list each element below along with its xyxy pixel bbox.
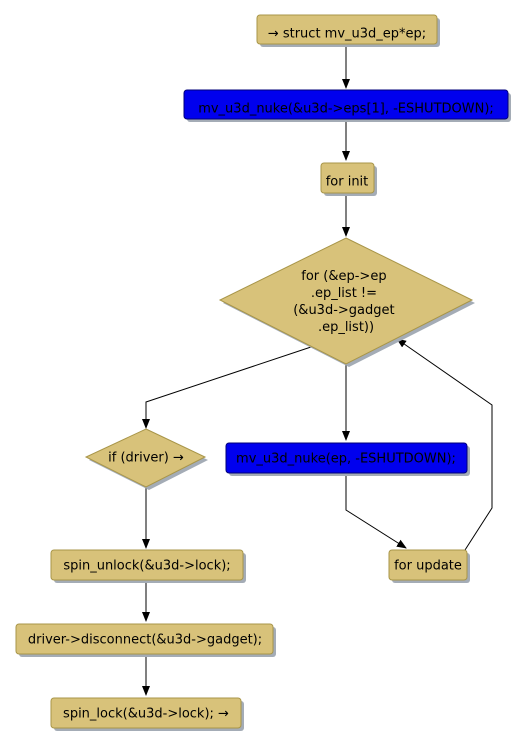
- loop-cond-line-4: .ep_list)): [318, 320, 374, 335]
- node-if-driver[interactable]: if (driver) →: [84, 428, 208, 490]
- edge-nuke-ep-to-for-update: [345, 474, 407, 549]
- node-for-update[interactable]: for update: [388, 549, 470, 583]
- node-nuke-ep-label: mv_u3d_nuke(ep, -ESHUTDOWN);: [236, 452, 456, 467]
- edge-for-update-back-to-loop: [396, 338, 493, 551]
- node-disconnect-label: driver->disconnect(&u3d->gadget);: [28, 633, 262, 648]
- node-nuke-all-label: mv_u3d_nuke(&u3d->eps[1], -ESHUTDOWN);: [198, 102, 494, 117]
- edges: [142, 45, 493, 696]
- node-start[interactable]: → struct mv_u3d_ep*ep;: [256, 14, 440, 47]
- node-for-init[interactable]: for init: [320, 162, 377, 196]
- edge-loop-to-if-driver: [142, 345, 315, 429]
- node-nuke-all[interactable]: mv_u3d_nuke(&u3d->eps[1], -ESHUTDOWN);: [183, 89, 511, 122]
- node-if-driver-label: if (driver) →: [108, 451, 184, 466]
- loop-cond-line-1: for (&ep->ep: [301, 269, 386, 284]
- node-loop-condition-text: for (&ep->ep .ep_list != (&u3d->gadget .…: [293, 269, 399, 335]
- loop-cond-line-2: .ep_list !=: [311, 286, 377, 301]
- node-start-label: → struct mv_u3d_ep*ep;: [268, 27, 426, 42]
- node-disconnect[interactable]: driver->disconnect(&u3d->gadget);: [15, 623, 276, 657]
- node-spin-unlock[interactable]: spin_unlock(&u3d->lock);: [50, 549, 246, 583]
- node-loop-condition[interactable]: for (&ep->ep .ep_list != (&u3d->gadget .…: [218, 237, 475, 367]
- node-for-update-label: for update: [394, 559, 462, 574]
- node-spin-lock[interactable]: spin_lock(&u3d->lock); →: [50, 697, 244, 731]
- node-for-init-label: for init: [326, 175, 369, 190]
- node-spin-unlock-label: spin_unlock(&u3d->lock);: [63, 559, 230, 574]
- loop-cond-line-3: (&u3d->gadget: [293, 303, 394, 318]
- node-spin-lock-label: spin_lock(&u3d->lock); →: [63, 707, 229, 722]
- node-nuke-ep[interactable]: mv_u3d_nuke(ep, -ESHUTDOWN);: [225, 442, 470, 476]
